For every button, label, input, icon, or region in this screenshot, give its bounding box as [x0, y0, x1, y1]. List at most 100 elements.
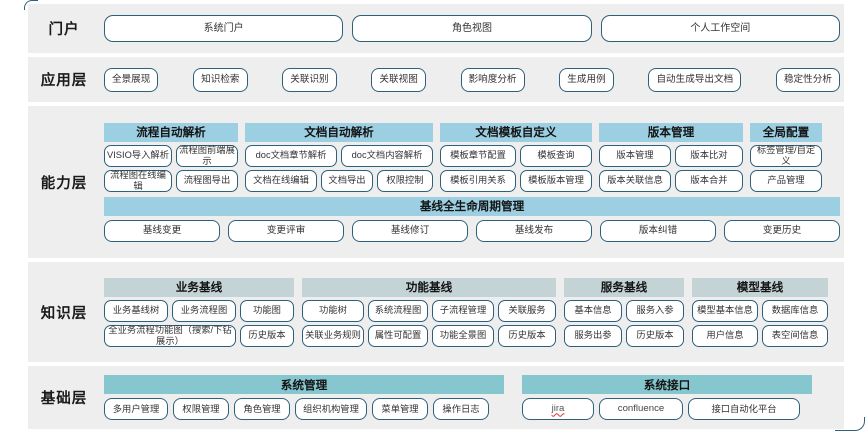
- layer-body-capability: 流程自动解析 VISIO导入解析 流程图前端展示 流程图在线编辑 流程图导出 文…: [100, 106, 844, 258]
- kn-item[interactable]: 系统流程图: [368, 299, 428, 322]
- capability-group-template: 文档模板自定义 模板章节配置 模板查询 模板引用关系 模板版本管理: [440, 122, 592, 192]
- cap-item[interactable]: 文档在线编辑: [245, 169, 317, 192]
- kn-item[interactable]: 子流程管理: [432, 299, 494, 322]
- kn-item[interactable]: 功能全景图: [432, 324, 494, 347]
- cap-item[interactable]: doc文档内容解析: [341, 144, 433, 167]
- cap-item[interactable]: 模板版本管理: [520, 169, 592, 192]
- lifecycle-item[interactable]: 变更评审: [228, 219, 344, 242]
- group-title-flow: 流程自动解析: [104, 122, 238, 142]
- group-row: jira confluence 接口自动化平台: [522, 398, 812, 420]
- kn-item[interactable]: 历史版本: [626, 324, 684, 347]
- group-title-doc-parse: 文档自动解析: [245, 122, 433, 142]
- kn-item[interactable]: 历史版本: [498, 324, 556, 347]
- application-item-6[interactable]: 自动生成导出文档: [648, 67, 742, 92]
- decorative-corner-top: [24, 0, 38, 10]
- cap-item[interactable]: 版本关联信息: [599, 169, 671, 192]
- capability-group-doc-parse: 文档自动解析 doc文档章节解析 doc文档内容解析 文档在线编辑 文档导出 权…: [245, 122, 433, 192]
- cap-item[interactable]: 文档导出: [321, 169, 373, 192]
- group-row: doc文档章节解析 doc文档内容解析: [245, 144, 433, 167]
- layer-body-application: 全景展现 知识检索 关联识别 关联视图 影响度分析 生成用例 自动生成导出文档 …: [100, 57, 844, 102]
- kn-item[interactable]: 服务入参: [626, 299, 684, 322]
- kn-item[interactable]: 表空间信息: [762, 324, 828, 347]
- layer-label-foundation: 基础层: [40, 391, 88, 407]
- kn-item[interactable]: 关联服务: [498, 299, 556, 322]
- kn-item[interactable]: 服务出参: [564, 324, 622, 347]
- group-title-model-baseline: 模型基线: [692, 277, 828, 297]
- kn-item[interactable]: 数据库信息: [762, 299, 828, 322]
- cap-item[interactable]: 版本比对: [675, 144, 743, 167]
- application-item-0[interactable]: 全景展现: [104, 67, 159, 92]
- portal-pill-row: 系统门户 角色视图 个人工作空间: [104, 15, 840, 42]
- cap-item[interactable]: 模板查询: [520, 144, 592, 167]
- cap-item[interactable]: 模板引用关系: [440, 169, 516, 192]
- group-title-global: 全局配置: [750, 122, 822, 142]
- layer-portal: 门户 系统门户 角色视图 个人工作空间: [28, 4, 844, 53]
- cap-item[interactable]: 模板章节配置: [440, 144, 516, 167]
- cap-item[interactable]: 产品管理: [750, 169, 822, 192]
- cap-item[interactable]: 版本合并: [675, 169, 743, 192]
- lifecycle-item[interactable]: 变更历史: [724, 219, 840, 242]
- cap-item[interactable]: 流程图导出: [176, 169, 238, 192]
- application-item-7[interactable]: 稳定性分析: [775, 67, 840, 92]
- kn-item[interactable]: 业务基线树: [104, 299, 168, 322]
- fd-item[interactable]: 接口自动化平台: [688, 398, 800, 420]
- group-row: 用户信息 表空间信息: [692, 324, 828, 347]
- application-item-2[interactable]: 关联识别: [282, 67, 337, 92]
- kn-item[interactable]: 用户信息: [692, 324, 758, 347]
- cap-item[interactable]: 流程图在线编辑: [104, 169, 172, 192]
- cap-item[interactable]: 版本管理: [599, 144, 671, 167]
- kn-item[interactable]: 功能图: [240, 299, 294, 322]
- fd-item-confluence[interactable]: confluence: [599, 398, 683, 420]
- layer-application: 应用层 全景展现 知识检索 关联识别 关联视图 影响度分析 生成用例 自动生成导…: [28, 57, 844, 102]
- kn-item[interactable]: 功能树: [302, 299, 364, 322]
- group-row: 文档在线编辑 文档导出 权限控制: [245, 169, 433, 192]
- baseline-lifecycle-block: 基线全生命周期管理 基线变更 变更评审 基线修订 基线发布 版本纠错 变更历史: [104, 196, 840, 242]
- fd-item[interactable]: 角色管理: [234, 398, 290, 420]
- lifecycle-item[interactable]: 基线变更: [104, 219, 220, 242]
- cap-item[interactable]: 权限控制: [377, 169, 433, 192]
- group-row: VISIO导入解析 流程图前端展示: [104, 144, 238, 167]
- kn-item[interactable]: 全业务流程功能图（搜索/下钻展示）: [104, 324, 236, 347]
- kn-item[interactable]: 模型基本信息: [692, 299, 758, 322]
- fd-item[interactable]: 操作日志: [433, 398, 489, 420]
- kn-item[interactable]: 基本信息: [564, 299, 622, 322]
- application-item-5[interactable]: 生成用例: [559, 67, 614, 92]
- layer-foundation: 基础层 系统管理 多用户管理 权限管理 角色管理 组织机构管理 菜单管理 操作日…: [28, 366, 844, 429]
- knowledge-group-service: 服务基线 基本信息 服务入参 服务出参 历史版本: [564, 277, 684, 347]
- fd-item[interactable]: 多用户管理: [104, 398, 168, 420]
- lifecycle-item[interactable]: 版本纠错: [600, 219, 716, 242]
- application-item-1[interactable]: 知识检索: [193, 67, 248, 92]
- group-title-template: 文档模板自定义: [440, 122, 592, 142]
- capability-group-flow: 流程自动解析 VISIO导入解析 流程图前端展示 流程图在线编辑 流程图导出: [104, 122, 238, 192]
- application-item-3[interactable]: 关联视图: [371, 67, 426, 92]
- group-title-version: 版本管理: [599, 122, 743, 142]
- fd-item[interactable]: 菜单管理: [372, 398, 428, 420]
- portal-item-0[interactable]: 系统门户: [104, 15, 344, 42]
- fd-item[interactable]: 组织机构管理: [295, 398, 367, 420]
- fd-item-jira[interactable]: jira: [522, 398, 594, 420]
- kn-item[interactable]: 历史版本: [240, 324, 294, 347]
- lifecycle-row: 基线变更 变更评审 基线修订 基线发布 版本纠错 变更历史: [104, 219, 840, 242]
- cap-item[interactable]: 标签管理/自定义: [750, 144, 822, 167]
- capability-group-version: 版本管理 版本管理 版本比对 版本关联信息 版本合并: [599, 122, 743, 192]
- knowledge-group-model: 模型基线 模型基本信息 数据库信息 用户信息 表空间信息: [692, 277, 828, 347]
- application-item-4[interactable]: 影响度分析: [460, 67, 525, 92]
- cap-item[interactable]: VISIO导入解析: [104, 144, 172, 167]
- kn-item[interactable]: 关联业务规则: [302, 324, 364, 347]
- layer-label-capability: 能力层: [40, 175, 88, 192]
- cap-item[interactable]: doc文档章节解析: [245, 144, 337, 167]
- knowledge-groups: 业务基线 业务基线树 业务流程图 功能图 全业务流程功能图（搜索/下钻展示） 历…: [104, 277, 840, 347]
- portal-item-2[interactable]: 个人工作空间: [600, 15, 840, 42]
- capability-groups: 流程自动解析 VISIO导入解析 流程图前端展示 流程图在线编辑 流程图导出 文…: [104, 122, 840, 192]
- lifecycle-item[interactable]: 基线发布: [476, 219, 592, 242]
- portal-item-1[interactable]: 角色视图: [352, 15, 592, 42]
- cap-item[interactable]: 流程图前端展示: [176, 144, 238, 167]
- group-row: 功能树 系统流程图 子流程管理 关联服务: [302, 299, 556, 322]
- group-row: 服务出参 历史版本: [564, 324, 684, 347]
- knowledge-group-business: 业务基线 业务基线树 业务流程图 功能图 全业务流程功能图（搜索/下钻展示） 历…: [104, 277, 294, 347]
- fd-item[interactable]: 权限管理: [173, 398, 229, 420]
- kn-item[interactable]: 属性可配置: [368, 324, 428, 347]
- kn-item[interactable]: 业务流程图: [172, 299, 236, 322]
- lifecycle-item[interactable]: 基线修订: [352, 219, 468, 242]
- capability-group-global: 全局配置 标签管理/自定义 产品管理: [750, 122, 822, 192]
